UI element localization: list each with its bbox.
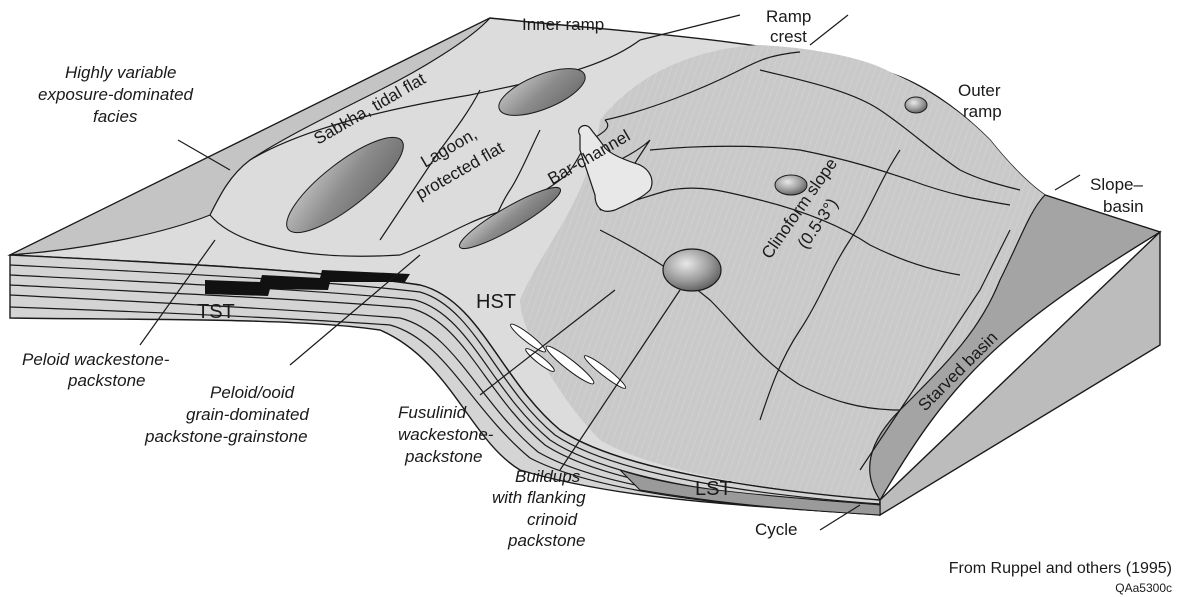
label-buildups-2: with flanking xyxy=(492,488,586,507)
figure-id: QAa5300c xyxy=(1115,581,1172,595)
label-ramp-crest-1: Ramp xyxy=(766,7,811,26)
label-cycle: Cycle xyxy=(755,520,798,539)
label-buildups-4: packstone xyxy=(507,531,586,550)
label-slope-basin-1: Slope– xyxy=(1090,175,1143,194)
label-fusulinid-3: packstone xyxy=(404,447,483,466)
label-ramp-crest-2: crest xyxy=(770,27,807,46)
label-outer-ramp-2: ramp xyxy=(963,102,1002,121)
label-outer-ramp-1: Outer xyxy=(958,81,1001,100)
label-hst: HST xyxy=(476,291,516,313)
label-peloid-wack-1: Peloid wackestone- xyxy=(22,350,170,369)
label-fusulinid-2: wackestone- xyxy=(398,425,494,444)
label-peloid-ooid-3: packstone-grainstone xyxy=(144,427,308,446)
label-exposure-1: Highly variable xyxy=(65,63,177,82)
label-peloid-wack-2: packstone xyxy=(67,371,146,390)
label-buildups-1: Buildups xyxy=(515,467,581,486)
label-exposure-2: exposure-dominated xyxy=(38,85,194,104)
label-tst: TST xyxy=(197,301,235,323)
label-peloid-ooid-2: grain-dominated xyxy=(186,405,309,424)
label-slope-basin-2: basin xyxy=(1103,197,1144,216)
label-lst: LST xyxy=(695,478,732,500)
source-citation: From Ruppel and others (1995) xyxy=(949,560,1172,577)
label-buildups-3: crinoid xyxy=(527,510,578,529)
label-exposure-3: facies xyxy=(93,107,138,126)
label-peloid-ooid-1: Peloid/ooid xyxy=(210,383,295,402)
buildup-large xyxy=(663,249,721,291)
buildup-small-1 xyxy=(905,97,927,113)
label-fusulinid-1: Fusulinid xyxy=(398,403,467,422)
label-inner-ramp: Inner ramp xyxy=(522,15,604,34)
